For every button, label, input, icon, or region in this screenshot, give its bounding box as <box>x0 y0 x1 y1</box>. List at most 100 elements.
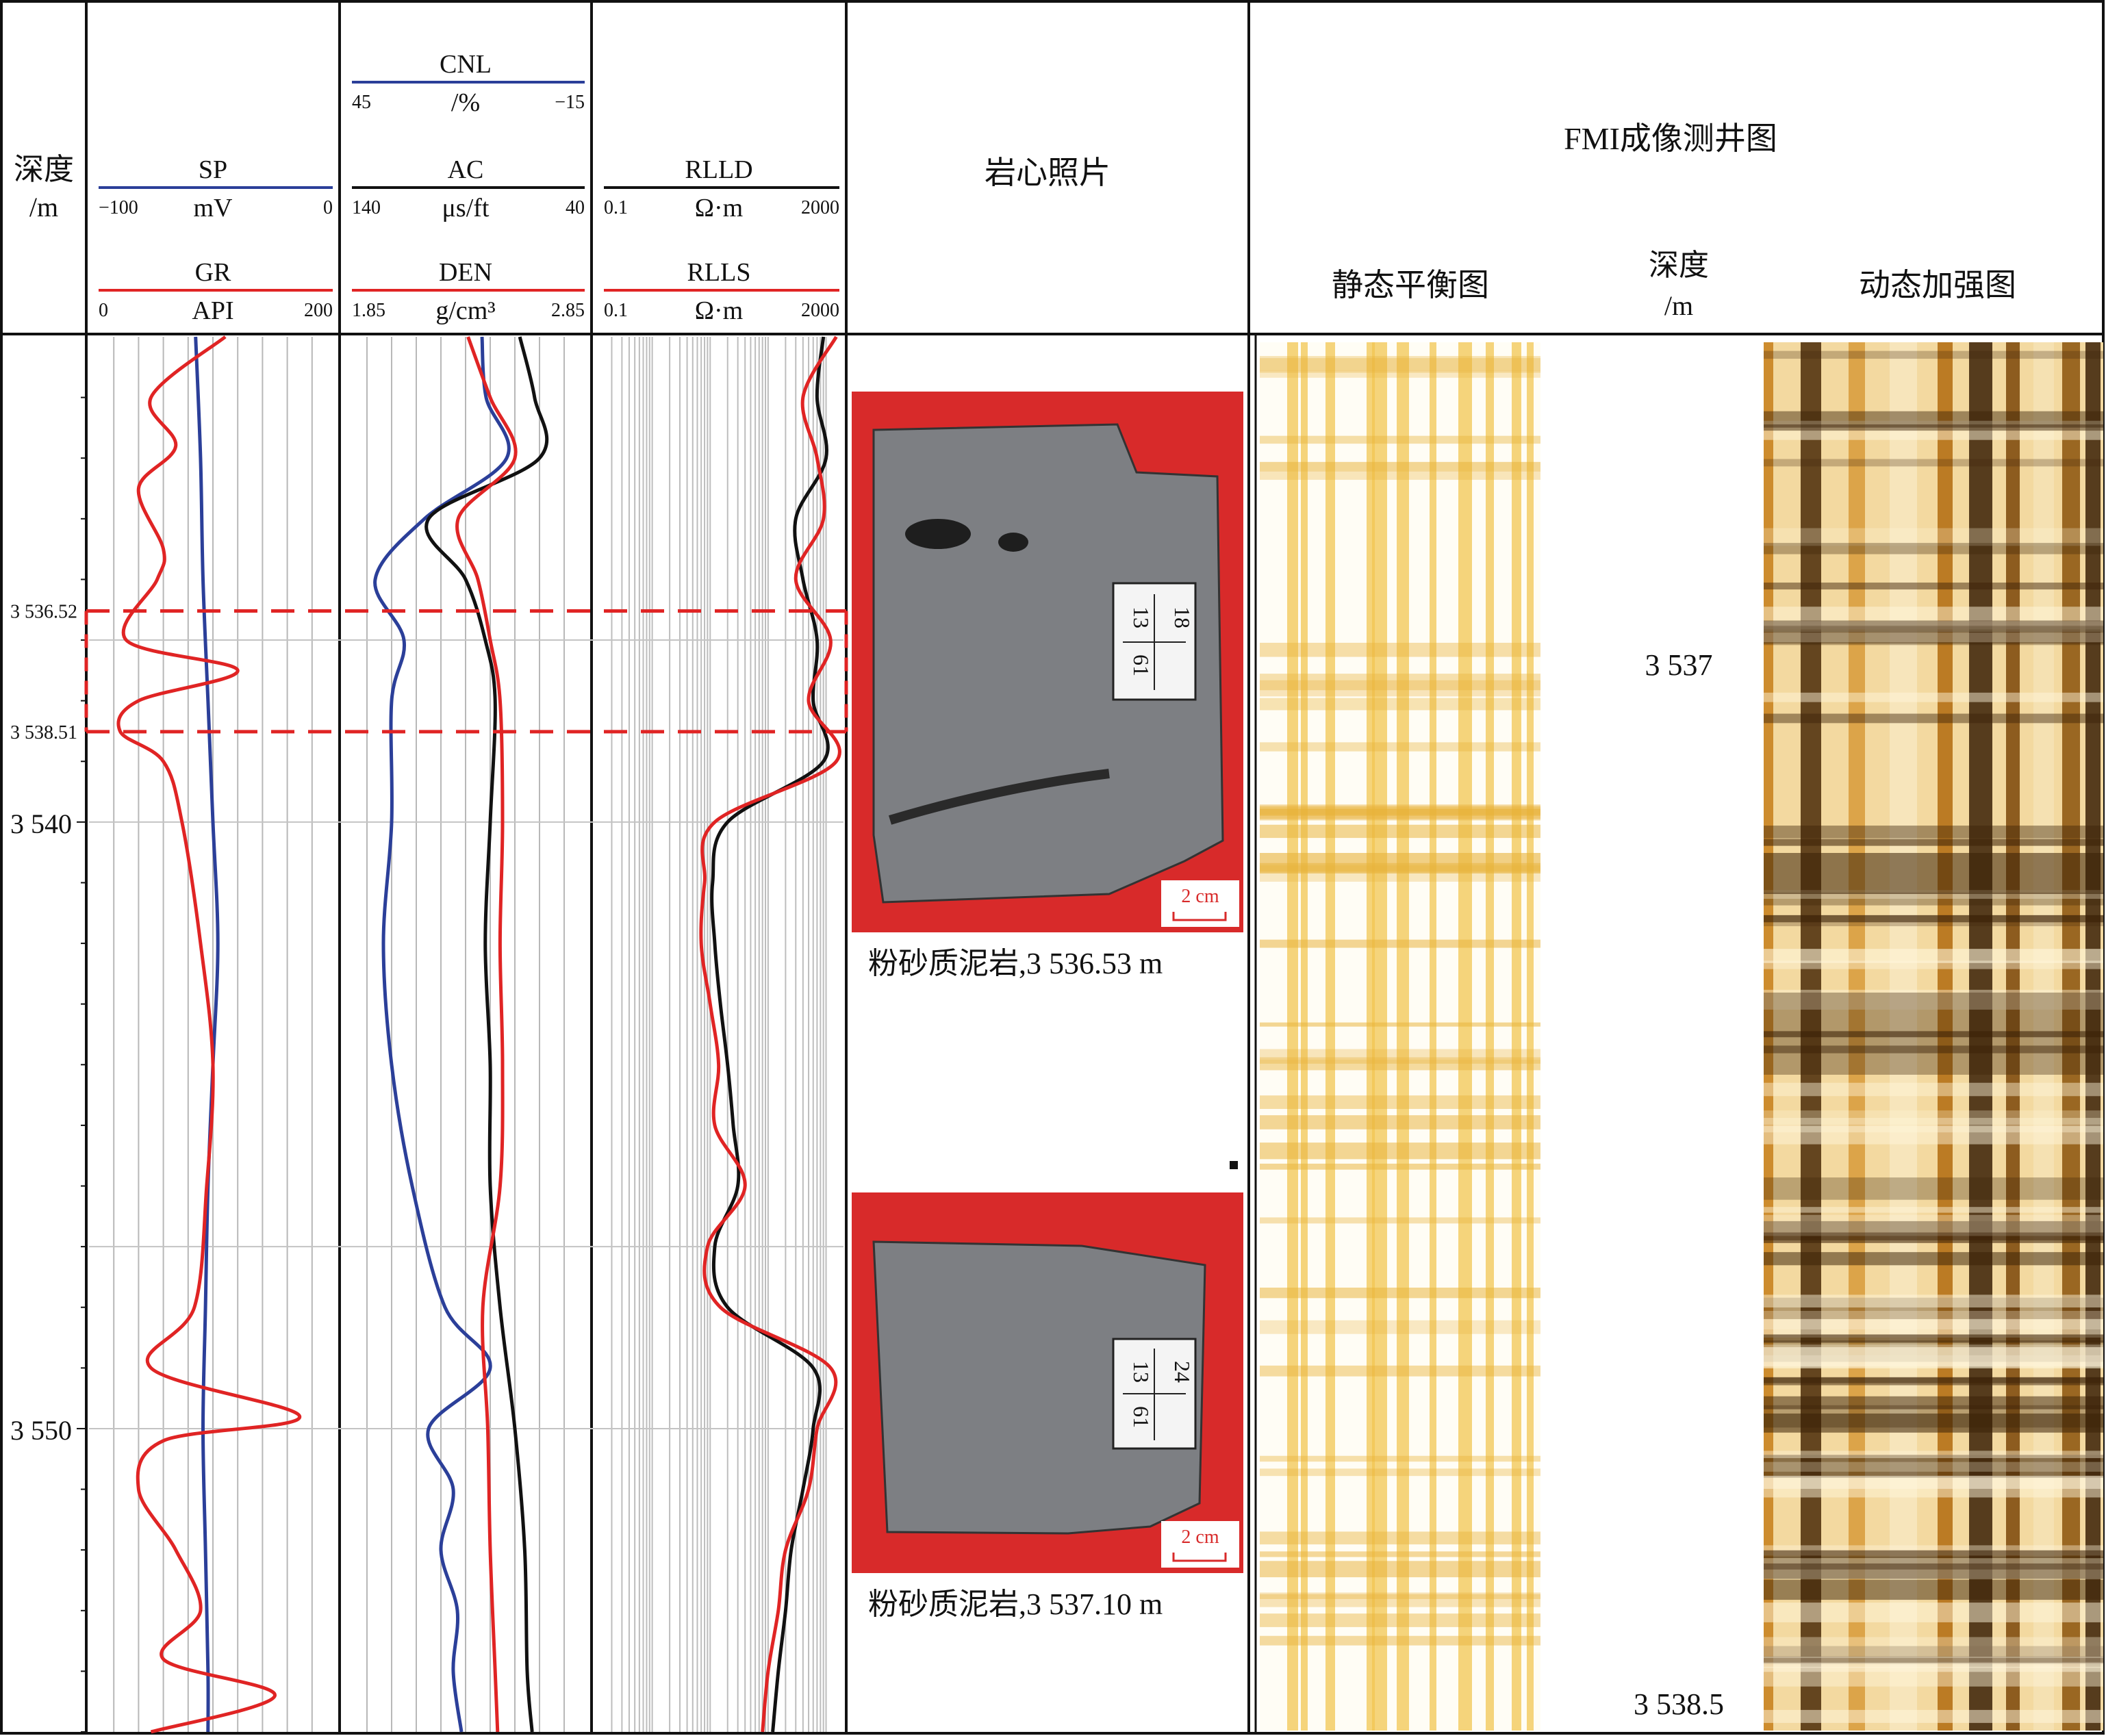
fmi-static-stripe <box>1325 342 1335 1731</box>
curve-unit: Ω·m <box>695 296 743 325</box>
fmi-static-band <box>1260 1059 1540 1071</box>
fmi-dynamic-band <box>1764 1550 2103 1558</box>
fmi-static-band <box>1260 1594 1540 1599</box>
fmi-static-band <box>1260 642 1540 657</box>
fmi-static-image <box>1260 342 1540 1731</box>
core-photo-1-tag-text: 13 <box>1129 607 1154 628</box>
fmi-dynamic-band <box>1764 1294 2103 1307</box>
fmi-dynamic-band <box>1764 1221 2103 1243</box>
fmi-dynamic-band <box>1764 543 2103 554</box>
core-photo-1-tag-text: 18 <box>1170 607 1195 628</box>
fmi-dynamic-band <box>1764 1475 2103 1489</box>
curve-min-label: 140 <box>352 197 381 218</box>
fmi-dynamic-image <box>1764 342 2103 1731</box>
curve-max-label: 2000 <box>801 300 839 321</box>
fmi-dynamic-band <box>1764 1413 2103 1433</box>
curve-gr <box>116 335 302 1734</box>
fmi-static-band <box>1260 1531 1540 1545</box>
fmi-dynamic-band <box>1764 1177 2103 1200</box>
fmi-static-band <box>1260 1115 1540 1129</box>
curve-name: AC <box>448 155 484 184</box>
curve-min-label: 0.1 <box>604 300 628 321</box>
fmi-dynamic-band <box>1764 989 2103 1010</box>
fmi-dynamic-band <box>1764 1344 2103 1366</box>
fmi-dynamic-band <box>1764 915 2103 923</box>
fmi-dynamic-band <box>1764 420 2103 440</box>
fmi-static-band <box>1260 358 1540 371</box>
core-photo-1-spot <box>905 519 971 549</box>
fmi-dynamic-band <box>1764 1334 2103 1343</box>
fmi-dynamic-title: 动态加强图 <box>1859 268 2016 303</box>
fmi-depth-label: 3 537 <box>1645 648 1713 682</box>
fmi-static-band <box>1260 742 1540 752</box>
fmi-dynamic-band <box>1764 411 2103 428</box>
fmi-dynamic-band <box>1764 1031 2103 1038</box>
fmi-static-stripe <box>1287 342 1298 1731</box>
fmi-dynamic-band <box>1764 583 2103 590</box>
fmi-dynamic-band <box>1764 1310 2103 1330</box>
fmi-static-band <box>1260 1468 1540 1477</box>
curve-unit: μs/ft <box>442 194 490 222</box>
core-photo-2: 13 24 61 2 cm <box>852 1192 1243 1573</box>
fmi-static-stripe <box>1486 342 1494 1731</box>
curve-max-label: 2.85 <box>551 300 585 321</box>
fmi-static-band <box>1260 1095 1540 1109</box>
curve-sp <box>194 336 220 1733</box>
fmi-dynamic-band <box>1764 1455 2103 1478</box>
fmi-static-stripe <box>1458 342 1472 1731</box>
fmi-dynamic-band <box>1764 621 2103 633</box>
highlight-depth-label: 3 536.52 <box>10 602 77 623</box>
curve-min-label: 45 <box>352 92 371 113</box>
curve-max-label: 200 <box>304 300 333 321</box>
curve-unit: /% <box>451 88 480 117</box>
curve-max-label: 40 <box>566 197 585 218</box>
fmi-dynamic-band <box>1764 839 2103 846</box>
fmi-dynamic-band <box>1764 1207 2103 1213</box>
fmi-dynamic-band <box>1764 1045 2103 1054</box>
curve-max-label: 0 <box>323 197 333 218</box>
fmi-depth-unit: /m <box>1664 290 1693 321</box>
curve-name: SP <box>199 155 227 184</box>
curve-name: RLLS <box>687 258 751 287</box>
fmi-static-band <box>1260 808 1540 815</box>
fmi-dynamic-band <box>1764 1557 2103 1570</box>
fmi-dynamic-band <box>1764 1656 2103 1663</box>
core-photo-title: 岩心照片 <box>985 155 1111 190</box>
fmi-dynamic-band <box>1764 424 2103 431</box>
fmi-static-band <box>1260 1287 1540 1299</box>
fmi-depth-label: 3 538.5 <box>1634 1687 1724 1721</box>
fmi-static-band <box>1260 1217 1540 1224</box>
fmi-static-band <box>1260 1613 1540 1627</box>
fmi-static-band <box>1260 1551 1540 1557</box>
fmi-dynamic-band <box>1764 1125 2103 1145</box>
fmi-dynamic-band <box>1764 1563 2103 1579</box>
fmi-dynamic-band <box>1764 1396 2103 1409</box>
highlight-interval: 3 536.52 3 538.51 <box>10 602 848 743</box>
fmi-static-band <box>1260 1049 1540 1059</box>
core-photo-2-tag-text: 24 <box>1170 1361 1195 1383</box>
core-photo-1-spot <box>998 533 1028 552</box>
log-curves <box>116 335 841 1734</box>
fmi-dynamic-band <box>1764 713 2103 724</box>
fmi-static-band <box>1260 1143 1540 1160</box>
curve-den <box>455 336 518 1733</box>
fmi-dynamic-band <box>1764 1118 2103 1133</box>
fmi-static-band <box>1260 435 1540 444</box>
fmi-dynamic-band <box>1764 633 2103 643</box>
fmi-dynamic-band <box>1764 528 2103 546</box>
core-photo-1-scale-bar <box>1172 912 1227 921</box>
fmi-static-band <box>1260 1455 1540 1462</box>
fmi-static-band <box>1260 461 1540 472</box>
highlight-depth-label: 3 538.51 <box>10 722 77 743</box>
curve-unit: Ω·m <box>695 194 743 222</box>
curve-name: DEN <box>439 258 492 287</box>
fmi-dynamic-band <box>1764 350 2103 359</box>
fmi-dynamic-band <box>1764 1377 2103 1386</box>
curve-min-label: 0 <box>99 300 108 321</box>
core-photo-2-scale-label: 2 cm <box>1181 1527 1219 1548</box>
core-photo-1-tag-text: 61 <box>1129 654 1154 676</box>
fmi-dynamic-band <box>1764 620 2103 627</box>
fmi-static-band <box>1260 824 1540 839</box>
